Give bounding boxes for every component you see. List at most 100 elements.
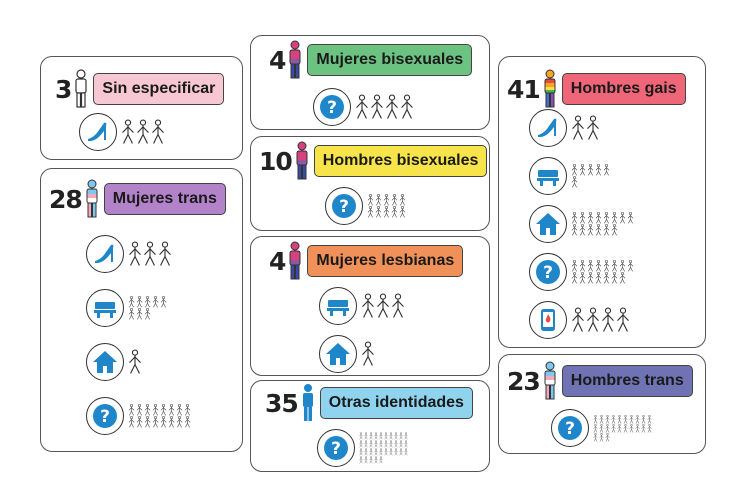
high-heel-circle-icon bbox=[79, 113, 117, 151]
figures-group bbox=[359, 432, 409, 464]
person-figure-icon bbox=[394, 448, 398, 456]
person-figure-icon bbox=[152, 119, 164, 144]
count: 23 bbox=[507, 366, 541, 396]
person-figure-icon bbox=[611, 272, 618, 284]
person-figure-icon bbox=[144, 308, 151, 320]
person-icon bbox=[294, 141, 310, 181]
person-figure-icon bbox=[404, 440, 408, 448]
person-figure-icon bbox=[603, 212, 610, 224]
person-figure-icon bbox=[602, 307, 614, 332]
figures-group bbox=[571, 115, 601, 141]
bench-circle-icon bbox=[319, 287, 357, 325]
person-figure-icon bbox=[641, 414, 646, 424]
person-figure-icon bbox=[647, 423, 652, 433]
person-figure-icon bbox=[364, 456, 368, 464]
icon-row bbox=[86, 289, 168, 327]
icon-row bbox=[319, 335, 376, 373]
person-figure-icon bbox=[364, 440, 368, 448]
person-figure-icon bbox=[627, 260, 634, 272]
person-icon bbox=[73, 69, 89, 109]
person-figure-icon bbox=[152, 296, 159, 308]
person-figure-icon bbox=[603, 272, 610, 284]
figures-group bbox=[571, 260, 635, 284]
person-figure-icon bbox=[605, 423, 610, 433]
person-figure-icon bbox=[587, 212, 594, 224]
count: 10 bbox=[259, 146, 293, 176]
person-figure-icon bbox=[389, 432, 393, 440]
person-figure-icon bbox=[599, 414, 604, 424]
card-hombres-gais: 41 Hombres gais ? bbox=[498, 56, 706, 348]
person-figure-icon bbox=[619, 260, 626, 272]
person-figure-icon bbox=[389, 448, 393, 456]
group-label: Hombres gais bbox=[561, 73, 686, 105]
person-figure-icon bbox=[389, 440, 393, 448]
person-figure-icon bbox=[160, 296, 167, 308]
person-figure-icon bbox=[374, 440, 378, 448]
svg-text:?: ? bbox=[327, 98, 337, 118]
person-figure-icon bbox=[611, 423, 616, 433]
person-figure-icon bbox=[587, 115, 599, 140]
person-figure-icon bbox=[629, 414, 634, 424]
person-figure-icon bbox=[359, 456, 363, 464]
person-figure-icon bbox=[603, 224, 610, 236]
person-figure-icon bbox=[129, 241, 141, 266]
person-figure-icon bbox=[362, 341, 374, 366]
person-figure-icon bbox=[128, 296, 135, 308]
svg-text:?: ? bbox=[565, 419, 575, 439]
icon-row bbox=[529, 109, 601, 147]
house-circle-icon bbox=[319, 335, 357, 373]
icon-row bbox=[319, 287, 406, 325]
person-figure-icon bbox=[379, 448, 383, 456]
card-hombres-bisexuales: 10 Hombres bisexuales ? bbox=[250, 136, 490, 231]
person-figure-icon bbox=[377, 293, 389, 318]
count: 3 bbox=[55, 74, 72, 104]
high-heel-circle-icon bbox=[529, 109, 567, 147]
person-figure-icon bbox=[587, 224, 594, 236]
count: 41 bbox=[507, 74, 541, 104]
question-circle-icon: ? bbox=[529, 253, 567, 291]
person-figure-icon bbox=[356, 94, 368, 119]
person-figure-icon bbox=[641, 423, 646, 433]
count: 35 bbox=[265, 388, 299, 418]
person-figure-icon bbox=[587, 260, 594, 272]
group-label: Mujeres bisexuales bbox=[307, 44, 473, 76]
person-icon bbox=[287, 241, 303, 281]
person-figure-icon bbox=[367, 194, 374, 206]
person-icon bbox=[287, 40, 303, 80]
person-figure-icon bbox=[364, 432, 368, 440]
person-figure-icon bbox=[374, 432, 378, 440]
count: 4 bbox=[269, 45, 286, 75]
person-figure-icon bbox=[595, 260, 602, 272]
person-figure-icon bbox=[375, 206, 382, 218]
person-figure-icon bbox=[599, 432, 604, 442]
person-figure-icon bbox=[595, 164, 602, 176]
person-figure-icon bbox=[160, 416, 167, 428]
person-figure-icon bbox=[572, 115, 584, 140]
figures-group bbox=[361, 341, 376, 367]
person-figure-icon bbox=[623, 423, 628, 433]
card-mujeres-lesbianas: 4 Mujeres lesbianas bbox=[250, 236, 490, 376]
person-icon bbox=[84, 179, 100, 219]
count: 4 bbox=[269, 246, 286, 276]
question-circle-icon: ? bbox=[551, 409, 589, 447]
person-figure-icon bbox=[647, 414, 652, 424]
question-circle-icon: ? bbox=[317, 429, 355, 467]
person-figure-icon bbox=[617, 307, 629, 332]
person-figure-icon bbox=[603, 260, 610, 272]
group-label: Mujeres trans bbox=[103, 183, 226, 215]
person-figure-icon bbox=[579, 224, 586, 236]
person-figure-icon bbox=[593, 414, 598, 424]
group-label: Hombres trans bbox=[561, 365, 693, 397]
group-label: Mujeres lesbianas bbox=[307, 245, 464, 277]
person-figure-icon bbox=[152, 416, 159, 428]
phone-circle-icon bbox=[529, 301, 567, 339]
person-figure-icon bbox=[128, 308, 135, 320]
person-figure-icon bbox=[176, 404, 183, 416]
person-figure-icon bbox=[144, 404, 151, 416]
count: 28 bbox=[49, 184, 83, 214]
figures-group bbox=[593, 414, 653, 442]
person-figure-icon bbox=[159, 241, 171, 266]
icon-row: ? bbox=[313, 88, 415, 126]
person-figure-icon bbox=[152, 404, 159, 416]
person-figure-icon bbox=[635, 423, 640, 433]
